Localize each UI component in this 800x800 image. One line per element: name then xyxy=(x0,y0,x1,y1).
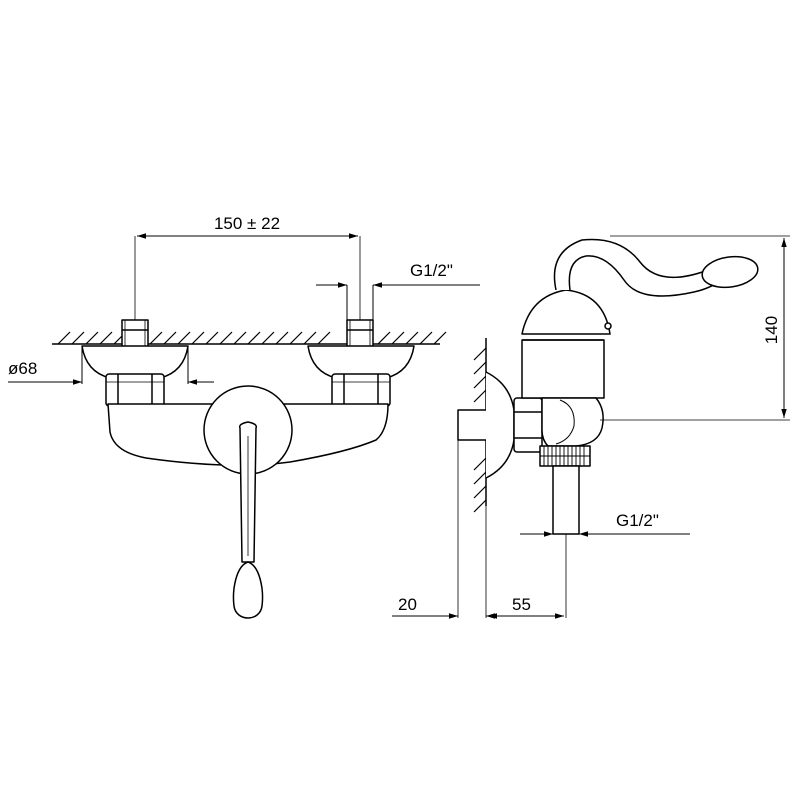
side-view xyxy=(392,235,790,619)
side-flange xyxy=(485,371,515,479)
label-centers-dimension: 150 ± 22 xyxy=(214,214,280,233)
side-inlet-stub xyxy=(457,409,489,441)
side-body xyxy=(521,339,605,399)
side-cap xyxy=(521,289,611,335)
flange-right xyxy=(307,345,415,379)
side-lever xyxy=(553,238,725,297)
wall-hatching-front xyxy=(52,331,447,345)
side-outlet-pipe xyxy=(552,465,580,535)
label-outlet-offset: 55 xyxy=(512,595,531,614)
label-height-dimension: 140 xyxy=(762,316,781,344)
label-outlet-thread: G1/2" xyxy=(616,511,659,530)
label-thread-front: G1/2" xyxy=(410,261,453,280)
flange-left xyxy=(81,345,189,379)
side-lever-tip xyxy=(701,255,759,289)
side-outlet-body xyxy=(541,397,604,447)
side-union-nut xyxy=(513,397,543,453)
extension-lines-side xyxy=(457,235,790,618)
label-wall-offset: 20 xyxy=(398,595,417,614)
side-outlet-coupling xyxy=(539,445,591,467)
dim-flange-diameter xyxy=(8,346,214,385)
label-flange-diameter: ø68 xyxy=(8,359,37,378)
dim-thread-front xyxy=(316,282,480,320)
front-view xyxy=(8,233,480,619)
lever-tip xyxy=(232,561,264,619)
union-nut-right xyxy=(331,373,391,407)
center-lines-front xyxy=(134,236,361,320)
union-nut-left xyxy=(105,373,165,407)
